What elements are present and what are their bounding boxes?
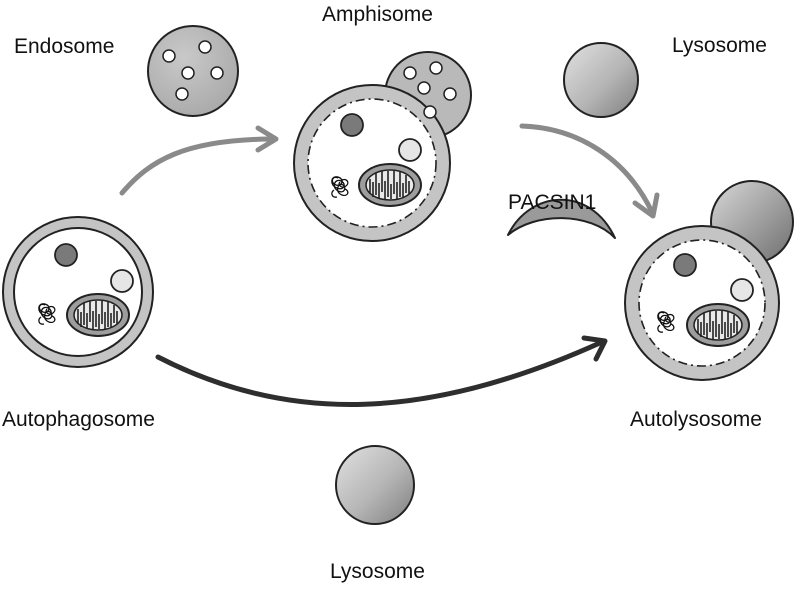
autolysosome-label: Autolysosome <box>630 408 762 431</box>
lysosome-bottom-label: Lysosome <box>330 560 425 583</box>
amphisome-label: Amphisome <box>322 3 433 26</box>
lysosome-top-label: Lysosome <box>672 34 767 57</box>
pacsin1-crescent <box>507 198 616 239</box>
arrow-head-autolysosome-top <box>632 192 660 219</box>
lysosome-top <box>563 42 639 118</box>
endosome <box>147 25 239 117</box>
arrow-head-autolysosome-bottom <box>581 335 608 362</box>
arrow-head-amphisome <box>255 125 279 153</box>
autolysosome <box>624 180 794 381</box>
lysosome-bottom <box>335 445 415 525</box>
arrow-autophagosome-to-amphisome <box>119 136 273 196</box>
autophagosome <box>2 216 154 368</box>
pacsin1-label: PACSIN1 <box>508 191 596 214</box>
autophagosome-label: Autophagosome <box>2 408 155 431</box>
endosome-label: Endosome <box>14 35 114 58</box>
amphisome <box>293 51 472 242</box>
arrow-autophagosome-to-autolysosome <box>155 339 605 407</box>
arrow-amphisome-to-autolysosome <box>519 123 655 215</box>
